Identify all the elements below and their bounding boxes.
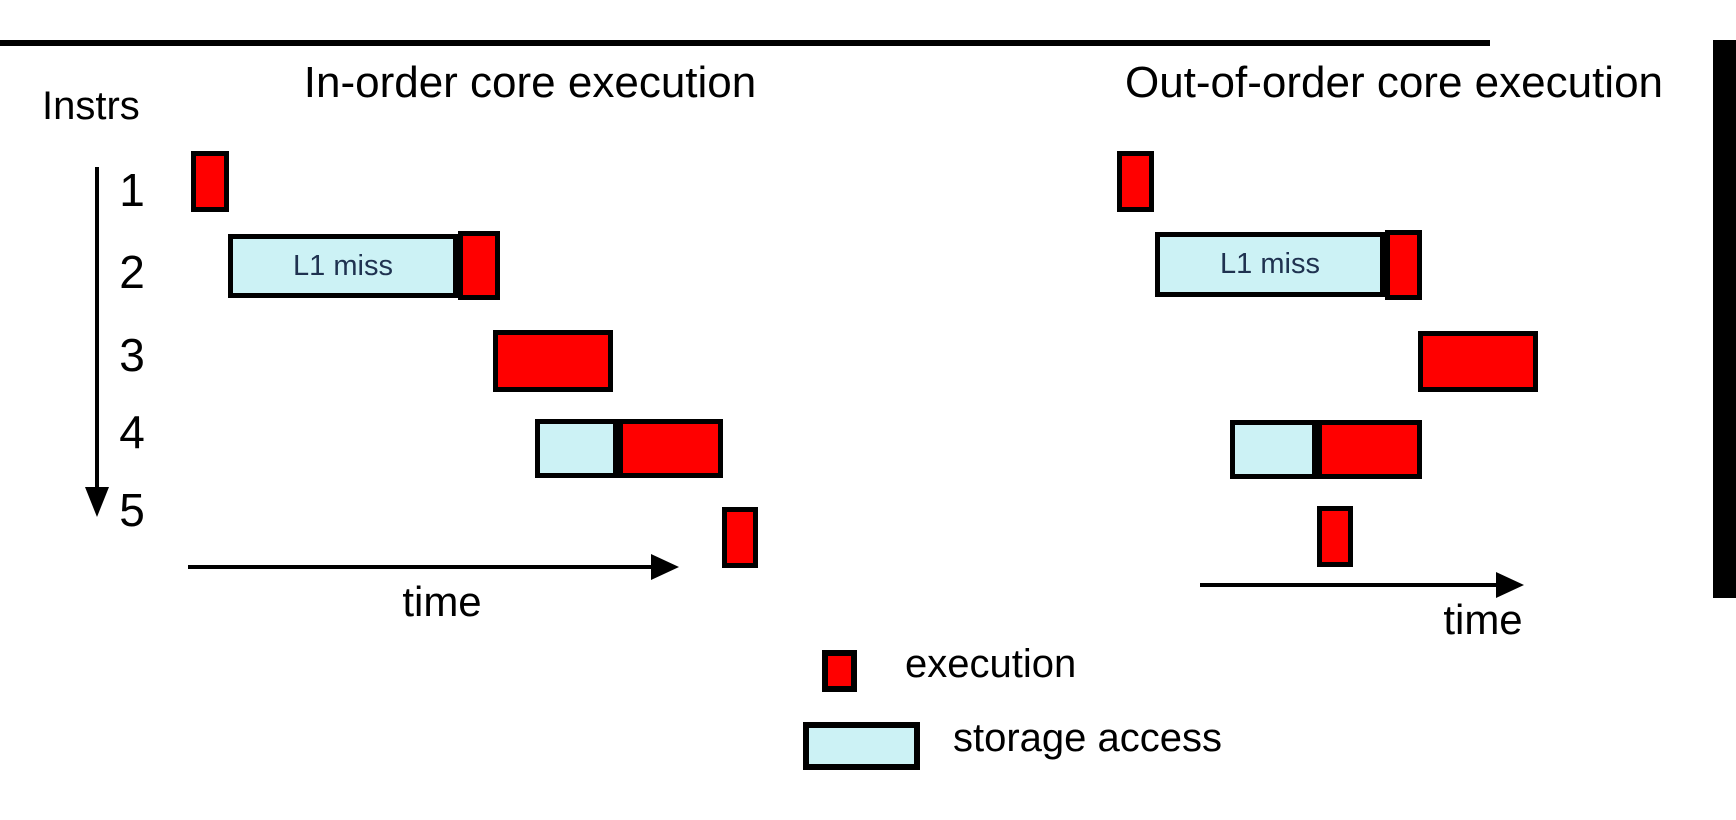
instrs-axis-label: Instrs (42, 84, 140, 128)
in-order-time-arrow-head-icon (651, 554, 679, 580)
out-of-order-instr4-storage-box (1230, 420, 1317, 479)
out-of-order-instr5-execution-box (1317, 506, 1353, 567)
out-of-order-instr2-execution-box (1385, 230, 1422, 300)
out-of-order-instr4-execution-box (1317, 420, 1422, 479)
in-order-instr3-execution-box (493, 330, 613, 392)
execution-legend-swatch (822, 650, 857, 692)
right-edge-line (1713, 40, 1736, 598)
storage-legend-swatch (803, 722, 920, 770)
instr-number-5: 5 (119, 484, 145, 536)
out-of-order-time-arrow-head-icon (1496, 572, 1524, 598)
top-edge-line (0, 40, 1490, 46)
in-order-time-axis-label: time (402, 578, 482, 625)
in-order-instr4-storage-box (535, 419, 618, 478)
out-of-order-title: Out-of-order core execution (1124, 58, 1664, 107)
instr-number-3: 3 (119, 329, 145, 381)
execution-legend-label: execution (905, 642, 1077, 686)
out-of-order-instr2-storage-box: L1 miss (1155, 232, 1385, 297)
out-of-order-instr3-execution-box (1418, 331, 1538, 392)
in-order-instr1-execution-box (191, 151, 229, 212)
instr-number-2: 2 (119, 246, 145, 298)
instrs-order-arrow-head-icon (85, 487, 109, 517)
instr-number-1: 1 (119, 164, 145, 216)
out-of-order-instr1-execution-box (1117, 151, 1154, 212)
in-order-time-arrow (188, 565, 653, 569)
instrs-order-arrow (95, 167, 99, 489)
in-order-instr2-storage-box: L1 miss (228, 234, 458, 298)
in-order-instr5-execution-box (722, 507, 758, 568)
in-order-instr2-execution-box (458, 231, 500, 300)
out-of-order-time-axis-label: time (1443, 596, 1523, 643)
storage-legend-label: storage access (953, 716, 1223, 760)
in-order-l1-miss-label: L1 miss (293, 249, 393, 282)
out-of-order-time-arrow (1200, 583, 1498, 587)
out-of-order-l1-miss-label: L1 miss (1220, 248, 1320, 280)
in-order-instr4-execution-box (618, 419, 723, 478)
instr-number-4: 4 (119, 406, 145, 458)
in-order-title: In-order core execution (303, 58, 757, 107)
